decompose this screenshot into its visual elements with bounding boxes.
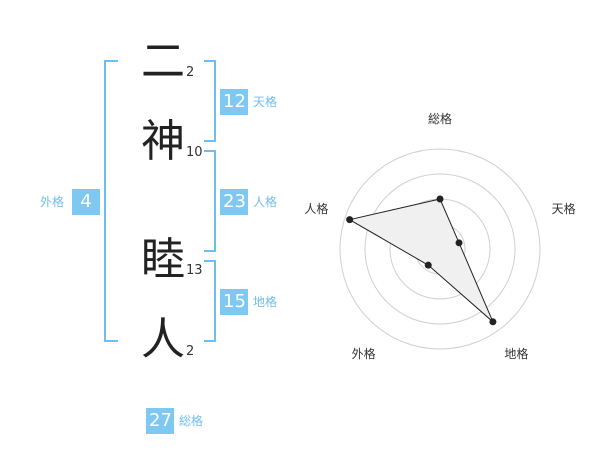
radar-axis-label-4: 外格 (352, 346, 376, 361)
radar-point-5 (346, 216, 354, 224)
gaikaku-bracket (104, 60, 118, 342)
gaikaku-badge: 4 (72, 189, 100, 215)
radar-axis-label-1: 総格 (428, 111, 452, 126)
stroke-count-4: 2 (186, 344, 195, 359)
jinkaku-bracket (204, 150, 216, 252)
soukaku-badge: 27 (146, 408, 174, 434)
soukaku-label: 総格 (179, 414, 204, 428)
chikaku-badge: 15 (220, 289, 248, 315)
name-char-2: 神 (141, 116, 185, 167)
stroke-count-2: 10 (186, 145, 203, 160)
chikaku-label: 地格 (253, 295, 278, 309)
radar-ring-4 (339, 148, 541, 350)
tenkaku-badge: 12 (220, 89, 248, 115)
gaikaku-label: 外格 (40, 195, 65, 209)
radar-point-3 (489, 318, 497, 326)
stroke-count-3: 13 (186, 263, 203, 278)
radar-point-2 (455, 239, 463, 247)
radar-axis-label-3: 地格 (504, 346, 528, 361)
radar-axis-label-2: 天格 (552, 201, 576, 216)
radar-ring-3 (364, 173, 516, 325)
name-char-1: 二 (141, 36, 185, 87)
radar-point-4 (424, 261, 432, 269)
tenkaku-bracket (204, 60, 216, 142)
name-char-3: 睦 (141, 234, 185, 285)
radar-point-1 (436, 195, 444, 203)
radar-axis-label-5: 人格 (304, 201, 328, 216)
tenkaku-label: 天格 (253, 95, 278, 109)
name-char-4: 人 (141, 314, 185, 365)
jinkaku-badge: 23 (220, 189, 248, 215)
stroke-count-1: 2 (186, 65, 195, 80)
jinkaku-label: 人格 (253, 195, 278, 209)
chikaku-bracket (204, 260, 216, 342)
radar-data-polygon (348, 198, 494, 323)
